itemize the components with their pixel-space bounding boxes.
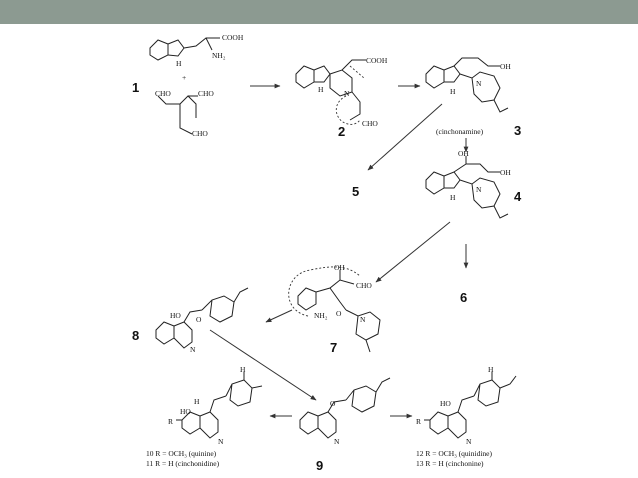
c10-n-label: N [218,437,224,446]
compound-7-number: 7 [330,340,337,355]
c10-caption-line: 10 R = OCH₃ (quinine) [146,449,217,458]
compound-1-number: 1 [132,80,139,95]
compound-3: OH N H (cinchonamine) 3 [425,57,521,138]
c3-oh-label: OH [500,62,511,71]
arrow-3-to-5 [367,103,443,171]
c12-ho-label: HO [440,399,451,408]
compound-3-number: 3 [514,123,521,138]
compound-2: COOH N H CHO 2 [295,56,388,139]
arrow-7-to-8 [265,309,293,323]
arrow-8-to-9 [209,329,317,401]
c2-cooh-label: COOH [366,56,388,65]
compound-4-number: 4 [514,189,522,204]
c8-ho-label: HO [170,311,181,320]
c3-h-label: H [450,87,456,96]
c7-o-label: O [336,309,342,318]
c10-h-mid-label: H [194,397,200,406]
compound-4: OH OH N H 4 [425,149,522,219]
c4-oh-a-label: OH [458,149,469,158]
compound-5-number: 5 [352,184,359,199]
c3-n-label: N [476,79,482,88]
c12-h-top-label: H [488,365,494,374]
c12-n-label: N [466,437,472,446]
c1-cho-a-label: CHO [155,89,171,98]
c11-caption-line: 11 R = H (cinchonidine) [146,459,220,468]
c10-h-top-label: H [240,365,246,374]
c2-h-label: H [318,85,324,94]
c7-cho-label: CHO [356,281,372,290]
compound-9-number: 9 [316,458,323,473]
compound-8-number: 8 [132,328,139,343]
c4-n-label: N [476,185,482,194]
c1-plus-label: + [182,73,186,82]
compound-2-number: 2 [338,124,345,139]
c2-n-label: N [344,89,350,98]
c9-n-label: N [334,437,340,446]
compound-12-13: H HO R N 12 R = OCH₃ (quinidine) 13 R = … [416,365,517,468]
c1-nh2-label: NH₂ [212,51,226,60]
c13-caption-line: 13 R = H (cinchonine) [416,459,484,468]
compound-6-number: 6 [460,290,467,305]
c7-n-label: N [360,315,366,324]
c10-r-label: R [168,417,173,426]
c8-o-label: O [196,315,202,324]
c9-o-label: O [330,399,336,408]
c1-cho-c-label: CHO [192,129,208,138]
c1-cho-b-label: CHO [198,89,214,98]
c12-caption-line: 12 R = OCH₃ (quinidine) [416,449,493,458]
c4-oh-b-label: OH [500,168,511,177]
c7-nh2-label: NH₂ [314,311,328,320]
c2-cho-label: CHO [362,119,378,128]
compound-9: O N 9 [299,377,391,473]
c1-cooh-label: COOH [222,33,244,42]
compound-1: COOH NH₂ H + CHO CHO CHO 1 [132,33,244,138]
c1-h-label: H [176,59,182,68]
c12-r-label: R [416,417,421,426]
slide-header-bar [0,0,638,24]
compound-8: HO O N 8 [132,287,249,354]
compound-10-11: H H HO R N 10 R = OCH₃ (quinine) 11 R = … [146,365,263,468]
c3-caption: (cinchonamine) [436,127,484,136]
c10-ho-label: HO [180,407,191,416]
compound-7: OH CHO NH₂ N O 7 [288,263,381,355]
c4-h-label: H [450,193,456,202]
arrow-4-to-7 [375,221,451,283]
c8-n-label: N [190,345,196,354]
